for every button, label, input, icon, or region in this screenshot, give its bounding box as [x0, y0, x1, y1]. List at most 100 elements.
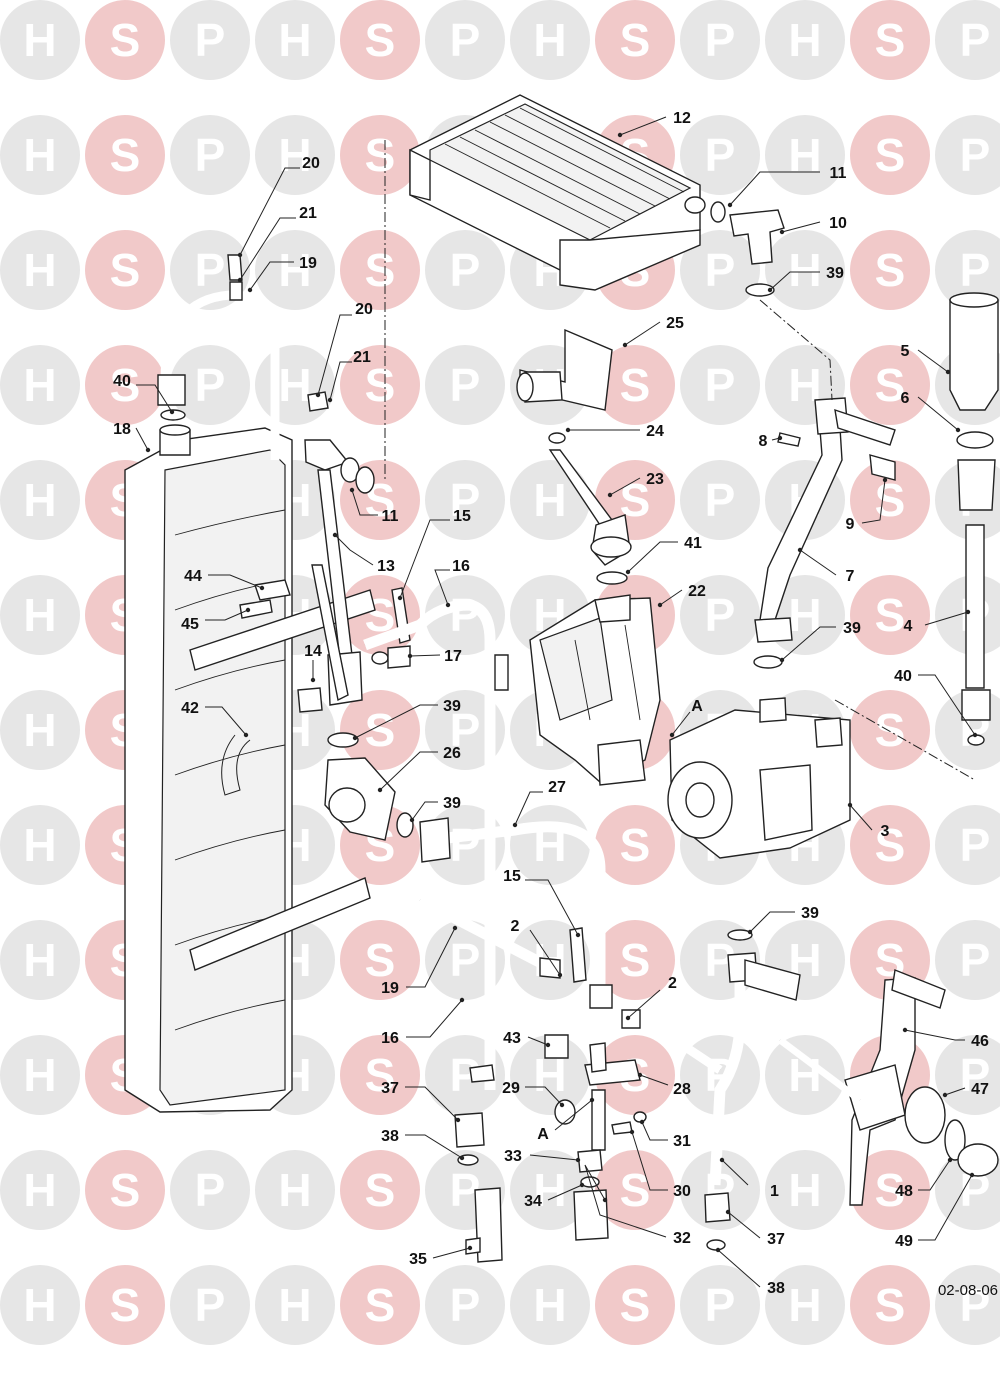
leader-dot	[719, 1157, 725, 1163]
callout-label: 44	[184, 568, 202, 585]
leader-dot	[589, 1097, 595, 1103]
watermark-disc	[680, 1150, 760, 1230]
leader-dot	[575, 1157, 581, 1163]
leader-line	[334, 534, 374, 566]
watermark-letter: P	[450, 819, 481, 871]
leader-dot	[657, 602, 663, 608]
leader-line	[904, 1029, 965, 1041]
leader-line	[406, 999, 463, 1038]
leader-line	[351, 489, 378, 516]
leader-line	[729, 171, 820, 206]
leader-dot	[352, 735, 358, 741]
leader-line	[671, 711, 691, 736]
leader-dot	[327, 397, 333, 403]
watermark-letter: H	[23, 14, 56, 66]
watermark-disc	[850, 805, 930, 885]
washer-24	[548, 432, 566, 444]
watermark-disc	[85, 345, 165, 425]
watermark-letter: H	[533, 474, 566, 526]
callout-label: 45	[181, 616, 199, 633]
watermark-disc	[340, 920, 420, 1000]
callout-label: 2	[668, 975, 677, 992]
watermark-disc	[510, 1150, 590, 1230]
watermark-letter: S	[365, 1279, 396, 1331]
leader-line	[205, 706, 247, 736]
watermark-letter: S	[110, 14, 141, 66]
leader-line	[406, 927, 456, 988]
callout-label: A	[537, 1126, 549, 1143]
leader-dot	[625, 1015, 631, 1021]
watermark-disc	[850, 230, 930, 310]
watermark-letter: P	[195, 1279, 226, 1331]
watermark-disc	[340, 1265, 420, 1345]
leader-dot	[969, 1172, 975, 1178]
watermark-disc	[850, 460, 930, 540]
watermark-disc	[0, 345, 80, 425]
leader-dot	[545, 1042, 551, 1048]
clip-45	[239, 599, 273, 619]
watermark-disc	[935, 1035, 1000, 1115]
watermark-disc	[170, 1150, 250, 1230]
watermark-disc	[680, 345, 760, 425]
callout-label: 6	[901, 390, 910, 407]
watermark-letter: S	[365, 129, 396, 181]
leader-dot	[557, 972, 563, 978]
watermark-letter: P	[195, 1164, 226, 1216]
watermark-letter: P	[705, 14, 736, 66]
callout-label: 24	[646, 423, 664, 440]
clip-11-upper	[710, 201, 726, 223]
expansion-vessel	[124, 424, 293, 1113]
leader-line	[584, 1164, 667, 1238]
watermark-letter: H	[23, 704, 56, 756]
watermark-letter: S	[875, 14, 906, 66]
leader-line	[727, 1211, 761, 1239]
watermark-disc	[850, 345, 930, 425]
leader-dot	[459, 997, 465, 1003]
leader-dot	[622, 342, 628, 348]
wire-42	[221, 734, 251, 796]
watermark-disc	[935, 920, 1000, 1000]
watermark-letter: S	[365, 1049, 396, 1101]
watermark-disc	[935, 805, 1000, 885]
washer-39-left	[327, 732, 359, 748]
leader-dot	[259, 585, 265, 591]
callout-label: 22	[688, 583, 706, 600]
watermark-disc	[680, 575, 760, 655]
leader-line	[631, 1131, 668, 1191]
leader-line	[514, 791, 543, 826]
watermark-letter: H	[23, 359, 56, 411]
watermark-letter: S	[875, 244, 906, 296]
watermark-disc	[0, 920, 80, 1000]
watermark-disc	[170, 1265, 250, 1345]
leader-dot	[459, 1155, 465, 1161]
watermark-letter: P	[960, 934, 991, 986]
leader-line	[627, 541, 678, 573]
watermark-letter: S	[875, 589, 906, 641]
watermark-letter: H	[788, 589, 821, 641]
watermark-letter: S	[110, 1279, 141, 1331]
washer-39-upper	[745, 283, 775, 297]
watermark-letter: S	[110, 244, 141, 296]
leader-line	[749, 911, 795, 933]
watermark-disc	[425, 230, 505, 310]
leader-line	[609, 477, 641, 496]
watermark-disc	[340, 115, 420, 195]
leader-dot	[377, 787, 383, 793]
watermark-letter: S	[110, 359, 141, 411]
callout-label: 32	[673, 1230, 691, 1247]
watermark-letter: S	[110, 1164, 141, 1216]
leader-line	[721, 1159, 749, 1186]
watermark-letter: H	[788, 1279, 821, 1331]
leader-line	[379, 751, 438, 791]
leader-dot	[602, 1197, 608, 1203]
leader-line	[239, 217, 296, 281]
watermark-disc	[170, 0, 250, 80]
leader-line	[861, 479, 886, 524]
leader-line	[918, 1174, 973, 1241]
watermark-letter: S	[875, 819, 906, 871]
leader-dot	[779, 657, 785, 663]
pipe-14	[297, 687, 323, 713]
leader-dot	[247, 287, 253, 293]
callout-label: 38	[767, 1280, 785, 1297]
